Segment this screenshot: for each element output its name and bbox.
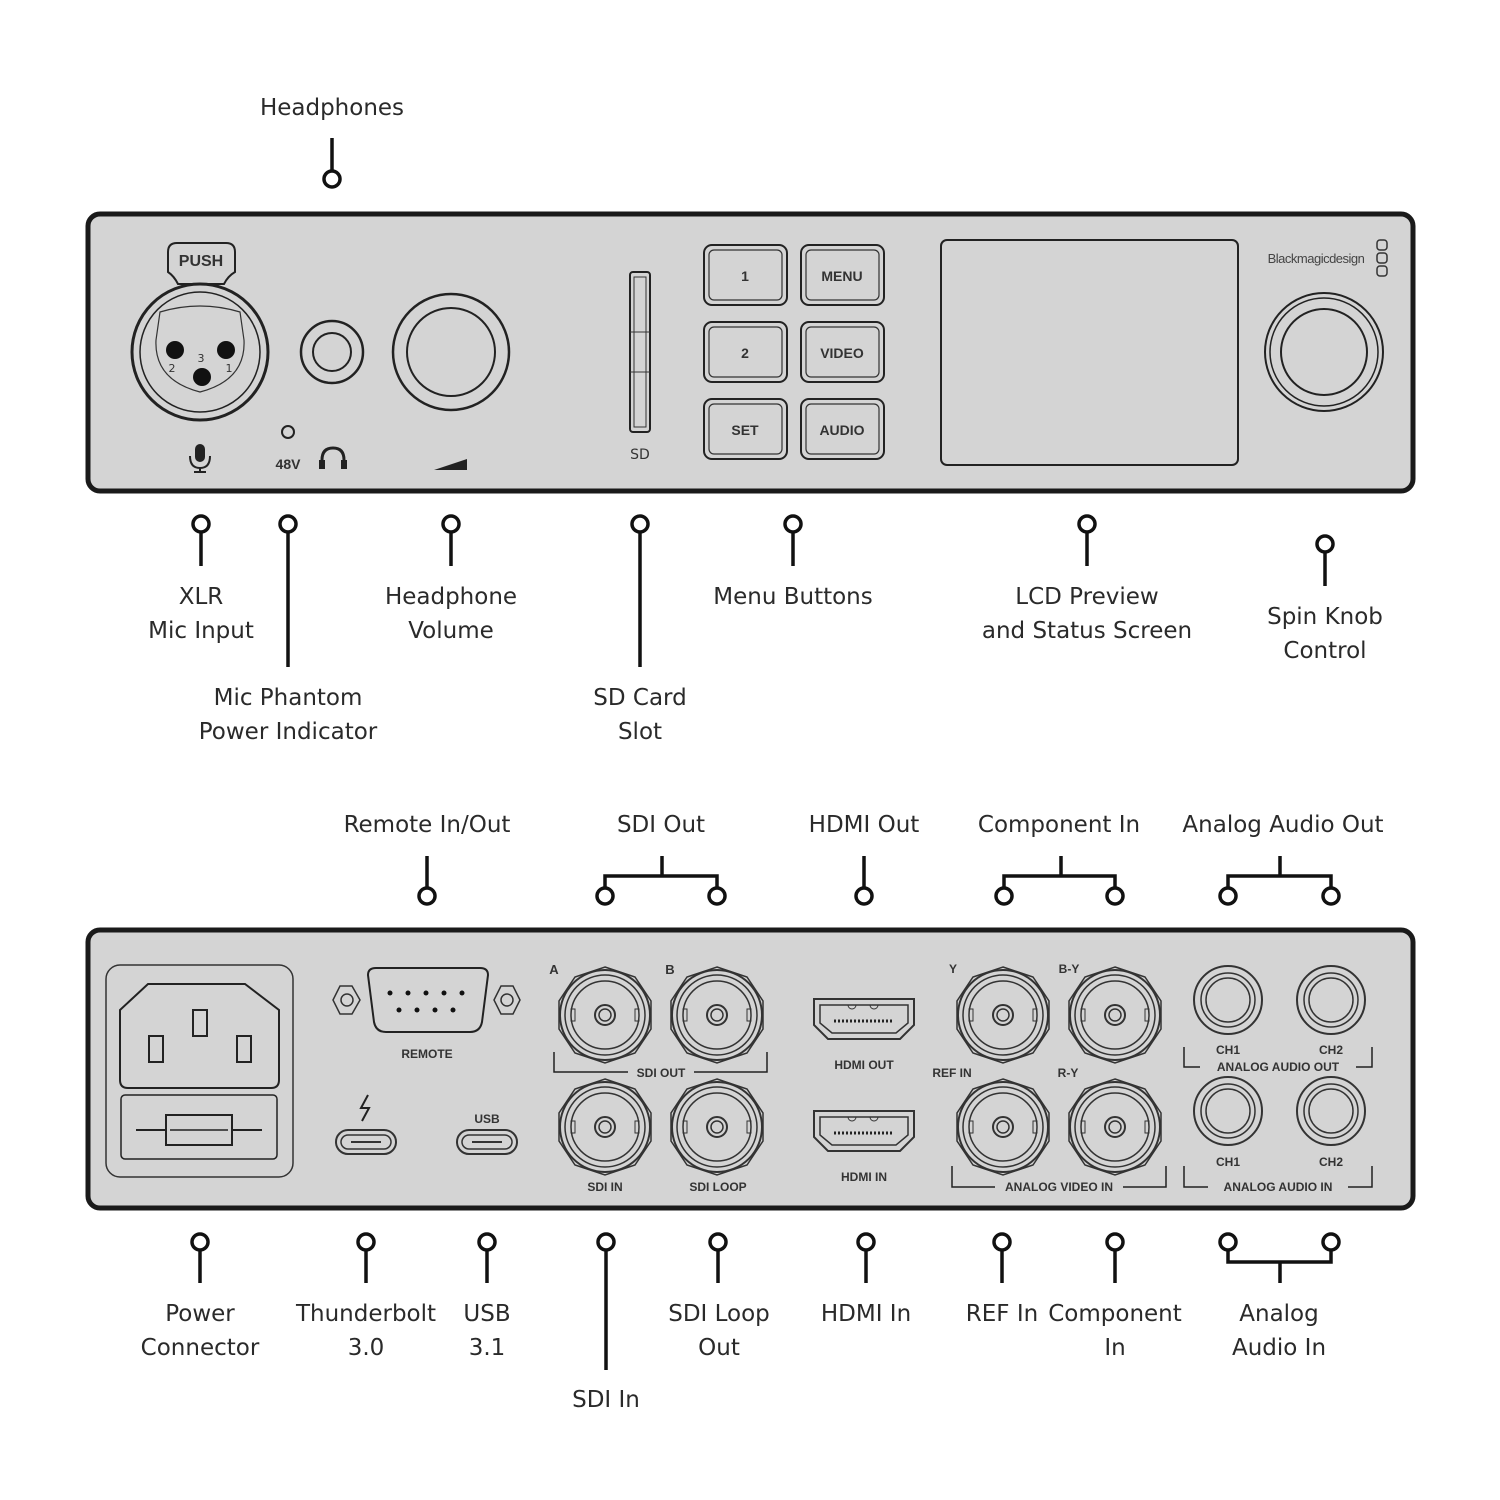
microphone-icon bbox=[189, 444, 211, 473]
sdi-a-label: A bbox=[549, 962, 559, 977]
analog-audio-out-bracket bbox=[1183, 1047, 1373, 1068]
thunderbolt-icon bbox=[359, 1094, 371, 1122]
analog-video-bracket bbox=[951, 1166, 1167, 1188]
power-connector[interactable] bbox=[105, 964, 294, 1178]
button-1[interactable]: 1 bbox=[703, 244, 788, 306]
callout-menu-buttons: Menu Buttons bbox=[713, 584, 873, 610]
callout-remote: Remote In/Out bbox=[343, 812, 511, 838]
callout-hdmi-out: HDMI Out bbox=[808, 812, 920, 838]
sd-label: SD bbox=[630, 447, 650, 463]
ry-label: R-Y bbox=[1058, 1066, 1079, 1080]
rear-callout-lines bbox=[190, 856, 1341, 1370]
pin3-label: 3 bbox=[198, 352, 205, 365]
svg-text:VIDEO: VIDEO bbox=[820, 345, 864, 361]
remote-label: REMOTE bbox=[401, 1047, 452, 1061]
sdi-out-bracket bbox=[553, 1052, 768, 1073]
callout-sdi-in: SDI In bbox=[572, 1387, 640, 1413]
button-video[interactable]: VIDEO bbox=[800, 321, 885, 383]
phantom-power-led bbox=[281, 425, 295, 439]
svg-text:1: 1 bbox=[741, 268, 749, 284]
ch1-in-label: CH1 bbox=[1216, 1155, 1240, 1169]
sdi-b-label: B bbox=[665, 962, 674, 977]
svg-text:AUDIO: AUDIO bbox=[819, 422, 864, 438]
volume-ramp-icon bbox=[434, 459, 467, 470]
xlr-mic-input[interactable]: PUSH 2 3 1 bbox=[130, 242, 270, 422]
y-label: Y bbox=[949, 962, 957, 976]
headphone-jack[interactable] bbox=[299, 319, 365, 385]
pin1-label: 1 bbox=[226, 362, 233, 375]
ref-in-label: REF IN bbox=[932, 1066, 971, 1080]
brand-logo: Blackmagicdesign bbox=[1268, 251, 1365, 266]
brand-logo-icon bbox=[1376, 239, 1388, 277]
callout-ref-in: REF In bbox=[965, 1301, 1039, 1327]
spin-knob[interactable] bbox=[1264, 292, 1384, 412]
svg-text:SET: SET bbox=[731, 422, 759, 438]
hdmi-in-label: HDMI IN bbox=[841, 1170, 887, 1184]
callout-hdmi-in: HDMI In bbox=[820, 1301, 912, 1327]
callout-component-in-top: Component In bbox=[977, 812, 1141, 838]
by-label: B-Y bbox=[1059, 962, 1080, 976]
button-menu[interactable]: MENU bbox=[800, 244, 885, 306]
callout-headphones: Headphones bbox=[259, 95, 405, 121]
lcd-screen bbox=[940, 239, 1239, 466]
ch1-out-label: CH1 bbox=[1216, 1043, 1240, 1057]
button-set[interactable]: SET bbox=[703, 398, 788, 460]
push-label: PUSH bbox=[179, 253, 223, 270]
button-audio[interactable]: AUDIO bbox=[800, 398, 885, 460]
svg-text:2: 2 bbox=[741, 345, 749, 361]
analog-audio-out-label: ANALOG AUDIO OUT bbox=[1217, 1060, 1340, 1074]
sd-card-slot[interactable] bbox=[629, 271, 651, 433]
rear-panel bbox=[85, 927, 1416, 1211]
remote-port[interactable] bbox=[332, 967, 521, 1033]
sdi-out-label: SDI OUT bbox=[637, 1066, 686, 1080]
analog-video-in-label: ANALOG VIDEO IN bbox=[1005, 1180, 1113, 1194]
callout-sdi-out: SDI Out bbox=[616, 812, 706, 838]
callout-analog-audio-out: Analog Audio Out bbox=[1182, 812, 1384, 838]
pin2-label: 2 bbox=[169, 362, 176, 375]
ch2-in-label: CH2 bbox=[1319, 1155, 1343, 1169]
headphones-icon bbox=[319, 446, 347, 469]
svg-text:MENU: MENU bbox=[821, 268, 862, 284]
ch2-out-label: CH2 bbox=[1319, 1043, 1343, 1057]
sdi-loop-label: SDI LOOP bbox=[689, 1180, 746, 1194]
analog-audio-in-label: ANALOG AUDIO IN bbox=[1224, 1180, 1333, 1194]
analog-audio-in-bracket bbox=[1183, 1166, 1373, 1188]
hdmi-out-label: HDMI OUT bbox=[834, 1058, 894, 1072]
menu-buttons: 1 MENU 2 VIDEO SET AUDIO bbox=[703, 244, 885, 460]
front-callout-lines bbox=[191, 138, 1335, 667]
48v-label: 48V bbox=[276, 456, 302, 472]
headphone-volume-knob[interactable] bbox=[391, 292, 511, 412]
sdi-in-label: SDI IN bbox=[587, 1180, 622, 1194]
button-2[interactable]: 2 bbox=[703, 321, 788, 383]
usb-label: USB bbox=[474, 1112, 500, 1126]
